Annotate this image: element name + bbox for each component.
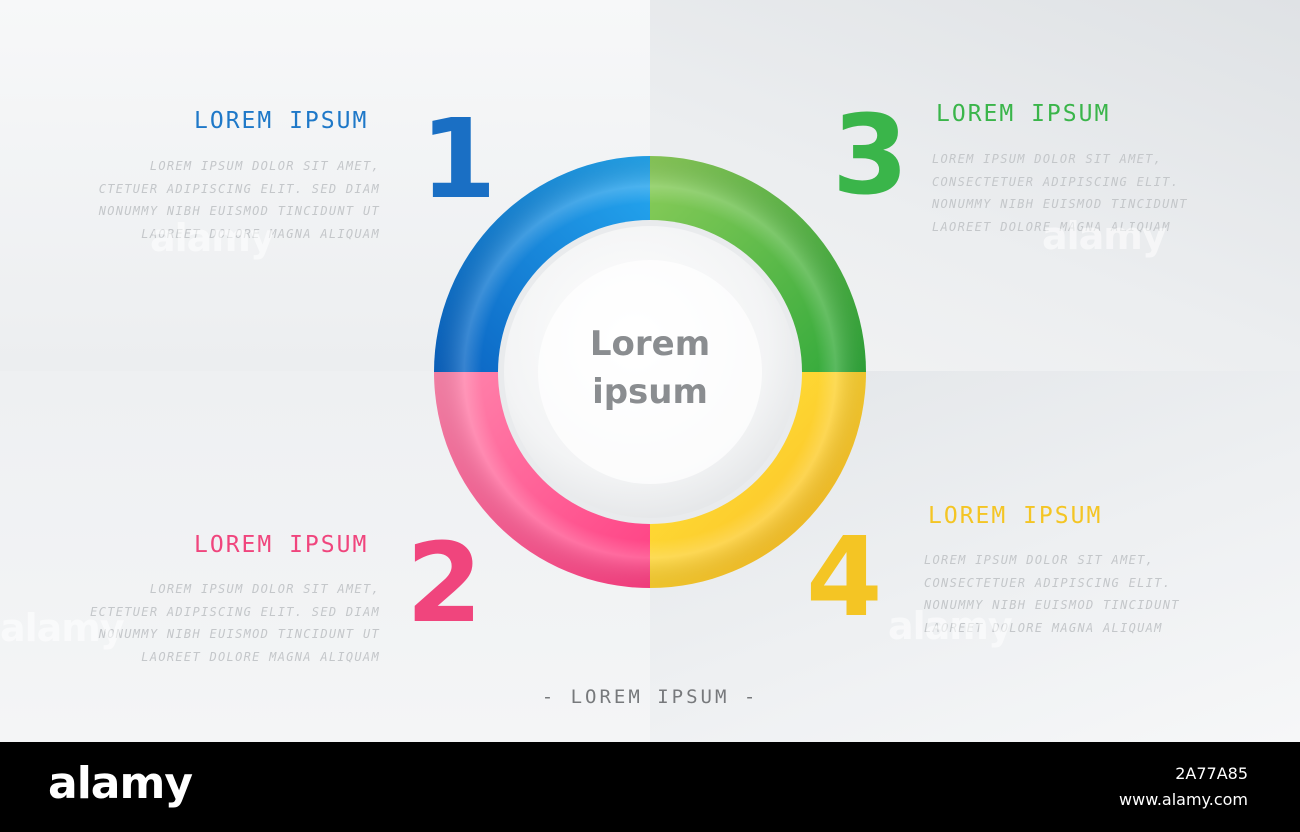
step-3-line-2: CONSECTETUER ADIPISCING ELIT. (932, 174, 1180, 189)
step-2-number: 2 (406, 519, 483, 647)
alamy-logo: alamy (48, 758, 193, 809)
step-2-title: LOREM IPSUM (194, 532, 369, 558)
step-1-description: LOREM IPSUM DOLOR SIT AMET, CTETUER ADIP… (99, 155, 380, 245)
watermark-text: alamy (150, 216, 275, 260)
footer-caption: - LOREM IPSUM - (541, 686, 759, 708)
ring-diagram (434, 156, 866, 588)
center-label-line-1: Lorem (589, 324, 711, 364)
step-3-line-3: NONUMMY NIBH EUISMOD TINCIDUNT (932, 197, 1188, 211)
step-3-line-1: LOREM IPSUM DOLOR SIT AMET, (932, 152, 1163, 166)
step-1-title: LOREM IPSUM (194, 108, 369, 134)
step-3-line-4: LAOREET DOLORE MAGNA ALIQUAM (932, 219, 1171, 234)
ring-center-highlight (538, 260, 762, 484)
image-id: 2A77A85 (1175, 764, 1248, 783)
step-3-description: LOREM IPSUM DOLOR SIT AMET, CONSECTETUER… (932, 148, 1188, 238)
step-4-line-2: CONSECTETUER ADIPISCING ELIT. (924, 575, 1172, 590)
step-1-number: 1 (420, 95, 497, 223)
step-4-description: LOREM IPSUM DOLOR SIT AMET, CONSECTETUER… (924, 549, 1180, 639)
footer-bar: alamy 2A77A85 www.alamy.com (0, 742, 1300, 832)
step-4-number: 4 (806, 513, 883, 641)
step-1-line-1: LOREM IPSUM DOLOR SIT AMET, (149, 159, 380, 173)
step-2-line-1: LOREM IPSUM DOLOR SIT AMET, (149, 582, 380, 596)
step-1-line-2: CTETUER ADIPISCING ELIT. SED DIAM (98, 181, 380, 196)
step-4-line-3: NONUMMY NIBH EUISMOD TINCIDUNT (924, 598, 1180, 612)
step-3-title: LOREM IPSUM (936, 101, 1111, 127)
watermark-text: alamy (888, 604, 1013, 648)
watermark-text: alamy (1042, 214, 1167, 258)
step-4-line-1: LOREM IPSUM DOLOR SIT AMET, (924, 553, 1155, 567)
site-url: www.alamy.com (1119, 790, 1248, 809)
step-2-description: LOREM IPSUM DOLOR SIT AMET, ECTETUER ADI… (90, 578, 380, 668)
center-label-line-2: ipsum (592, 372, 708, 412)
step-1-line-4: LAOREET DOLORE MAGNA ALIQUAM (141, 226, 380, 241)
watermark-text: alamy (0, 606, 125, 650)
step-1-line-3: NONUMMY NIBH EUISMOD TINCIDUNT UT (98, 204, 380, 218)
infographic-canvas: LOREM IPSUM LOREM IPSUM DOLOR SIT AMET, … (0, 0, 1300, 742)
step-4-line-4: LAOREET DOLORE MAGNA ALIQUAM (924, 620, 1163, 635)
center-label: Lorem ipsum (550, 320, 750, 416)
step-2-line-2: ECTETUER ADIPISCING ELIT. SED DIAM (90, 604, 380, 619)
step-4-title: LOREM IPSUM (928, 503, 1103, 529)
step-2-line-4: LAOREET DOLORE MAGNA ALIQUAM (141, 649, 380, 664)
step-3-number: 3 (832, 91, 909, 219)
step-2-line-3: NONUMMY NIBH EUISMOD TINCIDUNT UT (98, 627, 380, 641)
